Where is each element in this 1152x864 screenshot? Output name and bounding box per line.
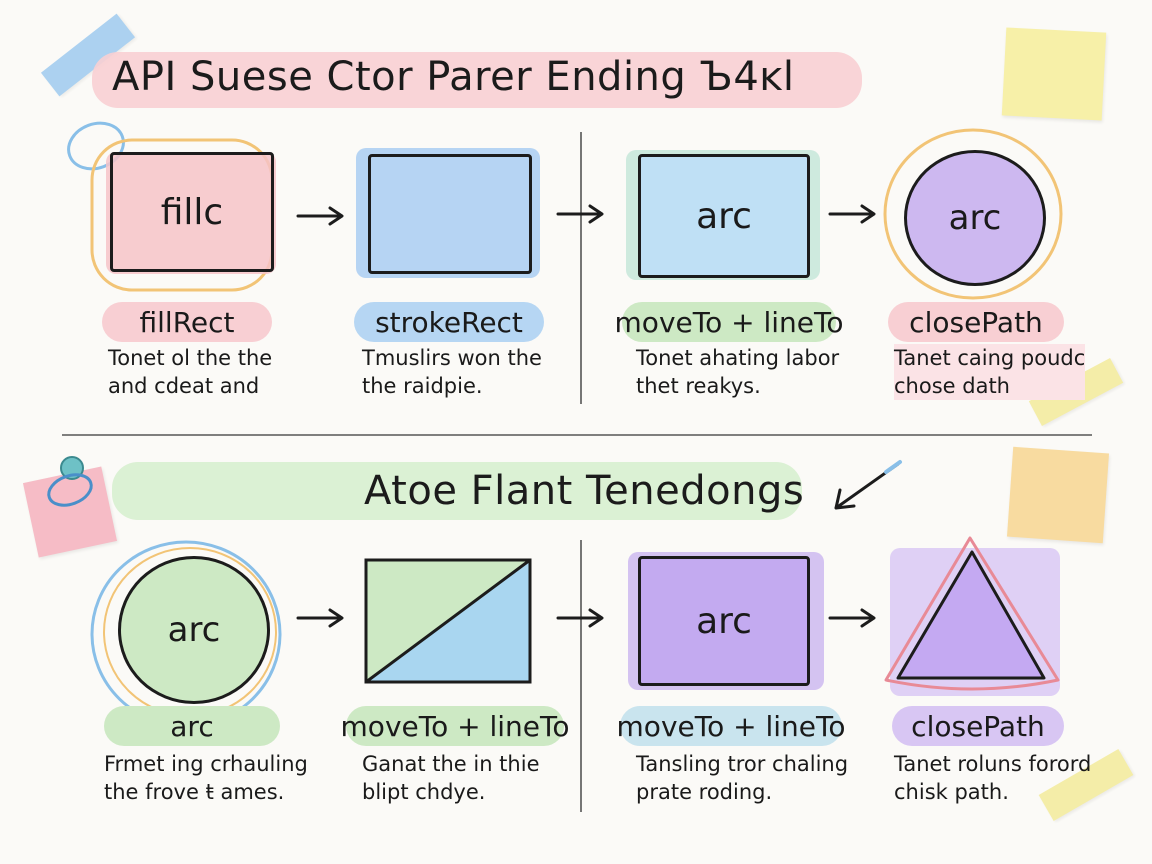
desc-moveto-lineto-2: Ganat the in thie blipt chdye. bbox=[362, 752, 540, 804]
desc-closepath: Tanet caing poudc chose dath bbox=[894, 344, 1086, 400]
arc-circle: arc bbox=[118, 556, 270, 704]
arrow-right-icon bbox=[556, 204, 604, 224]
desc-moveto-lineto-3: Tansling tror chaling prate roding. bbox=[636, 752, 849, 804]
page-title-bottom: Atoe Flant Tenedongs bbox=[364, 468, 805, 514]
desc-closepath-2: Tanet roluns forord chisk path. bbox=[894, 752, 1092, 804]
moveto-shape: arc bbox=[638, 154, 810, 278]
fillrect-shape-text: fillc bbox=[160, 191, 224, 233]
arrow-right-icon bbox=[828, 608, 876, 628]
moveto-lineto-split-rect bbox=[364, 558, 532, 684]
stroke-wash-blue bbox=[356, 148, 540, 278]
closepath-triangle bbox=[884, 536, 1060, 691]
horizontal-divider bbox=[62, 434, 1092, 436]
sticky-note-right-lower bbox=[1006, 446, 1110, 544]
closepath-circle: arc bbox=[904, 150, 1046, 286]
desc-fillrect: Tonet ol the the and cdeat and bbox=[108, 346, 273, 398]
label-arc: arc bbox=[104, 706, 280, 746]
vertical-divider-bottom bbox=[580, 540, 582, 812]
arrow-right-icon bbox=[556, 608, 604, 628]
label-moveto-lineto-3: moveTo + lineTo bbox=[617, 706, 845, 746]
page-title-top: API Suese Ctor Parer Ending Ъ4ᴋl bbox=[112, 54, 795, 100]
strokerect-shape bbox=[368, 154, 532, 274]
label-moveto-lineto-2: moveTo + lineTo bbox=[341, 706, 569, 746]
title-highlight-top bbox=[92, 52, 862, 108]
desc-arc: Frmet ing crhauling the frove ŧ ames. bbox=[104, 752, 308, 804]
label-fillrect: fillRect bbox=[102, 302, 272, 342]
fill-wash-pink bbox=[106, 152, 276, 274]
title-highlight-bottom bbox=[112, 462, 802, 520]
arrow-right-icon bbox=[296, 608, 344, 628]
scribble-circle-icon bbox=[883, 128, 1063, 300]
arc-circle-text: arc bbox=[167, 610, 221, 650]
label-closepath: closePath bbox=[888, 302, 1064, 342]
arrow-down-left-icon bbox=[834, 460, 902, 510]
arc-rect-shape: arc bbox=[638, 556, 810, 686]
closepath-circle-text: arc bbox=[948, 198, 1002, 238]
pin-icon bbox=[47, 456, 93, 507]
desc-moveto-lineto: Tonet ahating labor thet reakys. bbox=[636, 346, 840, 398]
desc-strokerect: Tmuslirs won the the raidpie. bbox=[362, 346, 542, 398]
label-strokerect: strokeRect bbox=[354, 302, 544, 342]
arrow-right-icon bbox=[296, 206, 344, 226]
moveto-shape-text: arc bbox=[696, 195, 752, 237]
fillrect-shape: fillc bbox=[110, 152, 274, 272]
sticky-note-top-right bbox=[1001, 27, 1107, 121]
vertical-divider-top bbox=[580, 132, 582, 404]
label-moveto-lineto: moveTo + lineTo bbox=[615, 302, 843, 342]
arc-rect-shape-text: arc bbox=[696, 600, 752, 642]
arrow-right-icon bbox=[828, 204, 876, 224]
label-closepath-2: closePath bbox=[892, 706, 1064, 746]
